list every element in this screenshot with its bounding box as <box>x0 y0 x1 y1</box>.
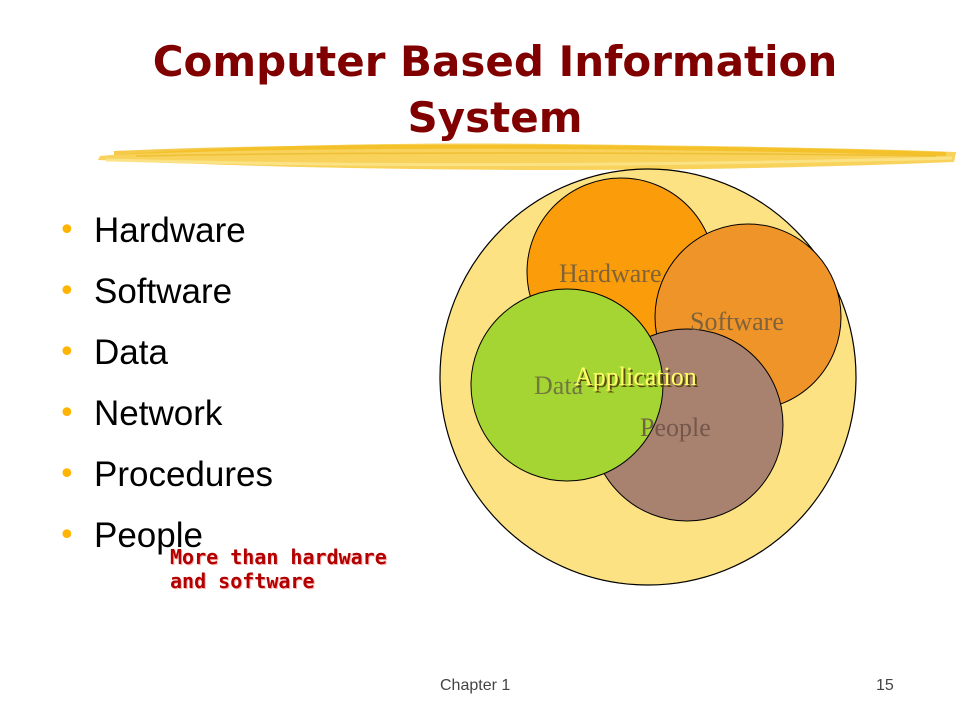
application-label: Application <box>574 362 697 391</box>
callout-line-1: More than hardware <box>170 545 387 569</box>
footer-page-number: 15 <box>876 677 894 694</box>
software-label: Software <box>690 307 784 336</box>
hardware-label: Hardware <box>559 259 662 288</box>
people-label: People <box>640 413 711 442</box>
callout-note: More than hardware and software <box>170 545 387 593</box>
bullet-dot-icon: • <box>58 213 76 248</box>
bullet-label: People <box>94 516 203 555</box>
component-venn-diagram: Hardware Software Data People Applicatio… <box>439 168 857 586</box>
footer-chapter-label: Chapter 1 <box>440 677 511 694</box>
data-circle <box>470 288 664 482</box>
bullet-dot-icon: • <box>58 518 76 553</box>
callout-line-2: and software <box>170 569 315 593</box>
bullet-dot-icon: • <box>58 274 76 309</box>
bullet-label: Hardware <box>94 211 246 250</box>
data-label: Data <box>534 371 584 400</box>
bullet-dot-icon: • <box>58 335 76 370</box>
title-line-1: Computer Based Information <box>152 37 838 86</box>
bullet-label: Network <box>94 394 223 433</box>
bullet-label: Data <box>94 333 168 372</box>
application-label-shadow: Application <box>576 364 699 393</box>
title-line-2: System <box>407 93 583 142</box>
title-underline-brush-stroke <box>98 143 956 170</box>
bullet-dot-icon: • <box>58 396 76 431</box>
bullet-label: Procedures <box>94 455 273 494</box>
bullet-label: Software <box>94 272 233 311</box>
bullet-dot-icon: • <box>58 457 76 492</box>
slide-title: Computer Based Information System <box>60 34 930 146</box>
